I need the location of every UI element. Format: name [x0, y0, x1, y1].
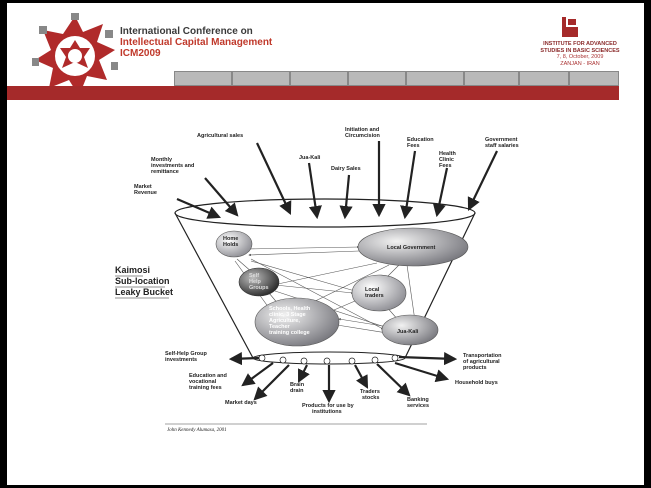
nav-tabs	[7, 71, 644, 87]
institute-line2: STUDIES IN BASIC SCIENCES	[540, 47, 620, 54]
outflow-arrow	[253, 364, 290, 401]
outflow-arrow	[298, 364, 310, 383]
outflow-arrow	[241, 362, 274, 387]
institute-name: INSTITUTE FOR ADVANCED STUDIES IN BASIC …	[530, 41, 630, 67]
leak-hole	[371, 356, 379, 364]
nav-tab-3[interactable]	[290, 71, 348, 86]
conference-title: International Conference on Intellectual…	[120, 26, 272, 59]
node-label-jua-kali: Jua-Kali	[397, 329, 419, 335]
inflow-arrow	[339, 174, 353, 220]
inflow-arrow	[176, 197, 222, 219]
outflow-arrow	[376, 363, 411, 397]
leak-hole	[348, 357, 356, 365]
diagram-title-line2: Sub-location	[115, 276, 170, 286]
inflow-arrows	[176, 141, 498, 220]
conference-title-line2: Intellectual Capital Management	[120, 37, 273, 48]
node-home-holds	[215, 230, 253, 258]
header-red-bar	[7, 86, 619, 100]
leaky-bucket-diagram: Agricultural sales Jua-Kali Dairy Sales …	[115, 127, 519, 433]
institute-line1: INSTITUTE FOR ADVANCED	[543, 41, 617, 47]
slide-header: International Conference on Intellectual…	[7, 3, 644, 103]
inflow-arrow	[307, 162, 322, 220]
inflow-arrow	[467, 150, 498, 211]
leak-hole	[323, 357, 331, 365]
nav-tab-8[interactable]	[569, 71, 619, 86]
node-schools	[254, 297, 340, 347]
outflow-arrow	[354, 364, 369, 389]
node-local-traders	[351, 274, 407, 312]
conference-title-line3: ICM2009	[120, 48, 161, 59]
internal-flows	[234, 245, 416, 334]
inflow-arrow	[204, 177, 239, 217]
outflow-arrows	[228, 352, 458, 404]
nav-tab-2[interactable]	[232, 71, 290, 86]
node-local-government	[357, 227, 469, 267]
institute-line4: ZANJAN - IRAN	[560, 60, 600, 67]
inflow-label-agricultural-sales: Agricultural sales	[197, 133, 243, 139]
institute-logo	[562, 17, 578, 37]
inflow-arrow	[432, 167, 449, 218]
leak-hole	[300, 357, 308, 365]
nav-tab-6[interactable]	[464, 71, 519, 86]
node-jua-kali	[381, 314, 439, 346]
slide: International Conference on Intellectual…	[7, 3, 644, 485]
leak-hole	[258, 354, 266, 362]
node-label-local-government: Local Government	[387, 245, 435, 251]
leak-hole	[279, 356, 287, 364]
outflow-arrow	[228, 352, 260, 366]
nav-tab-1[interactable]	[174, 71, 232, 86]
conference-title-line1: International Conference on	[120, 26, 253, 37]
institute-line3: 7, 8, October, 2009	[556, 54, 604, 60]
diagram-caption: John Kennedy Alumasa, 2001	[167, 428, 227, 433]
node-self-help-groups	[238, 267, 280, 297]
nav-tab-5[interactable]	[406, 71, 464, 86]
diagram-title-line3: Leaky Bucket	[115, 287, 173, 297]
conference-logo	[32, 13, 118, 99]
bucket-rim	[174, 198, 476, 228]
inflow-label-jua-kali: Jua-Kali	[299, 155, 321, 161]
diagram-title-line1: Kaimosi	[115, 265, 150, 275]
inflow-arrow	[400, 150, 417, 220]
inflow-arrow	[256, 142, 292, 215]
outflow-label-market-days: Market days	[225, 400, 257, 406]
leak-hole	[391, 354, 399, 362]
outflow-arrow	[394, 361, 450, 383]
nav-tab-7[interactable]	[519, 71, 569, 86]
nav-tab-4[interactable]	[348, 71, 406, 86]
inflow-label-dairy-sales: Dairy Sales	[331, 166, 361, 172]
outflow-label-household-buys: Household buys	[455, 380, 498, 386]
outflow-arrow	[398, 352, 458, 366]
